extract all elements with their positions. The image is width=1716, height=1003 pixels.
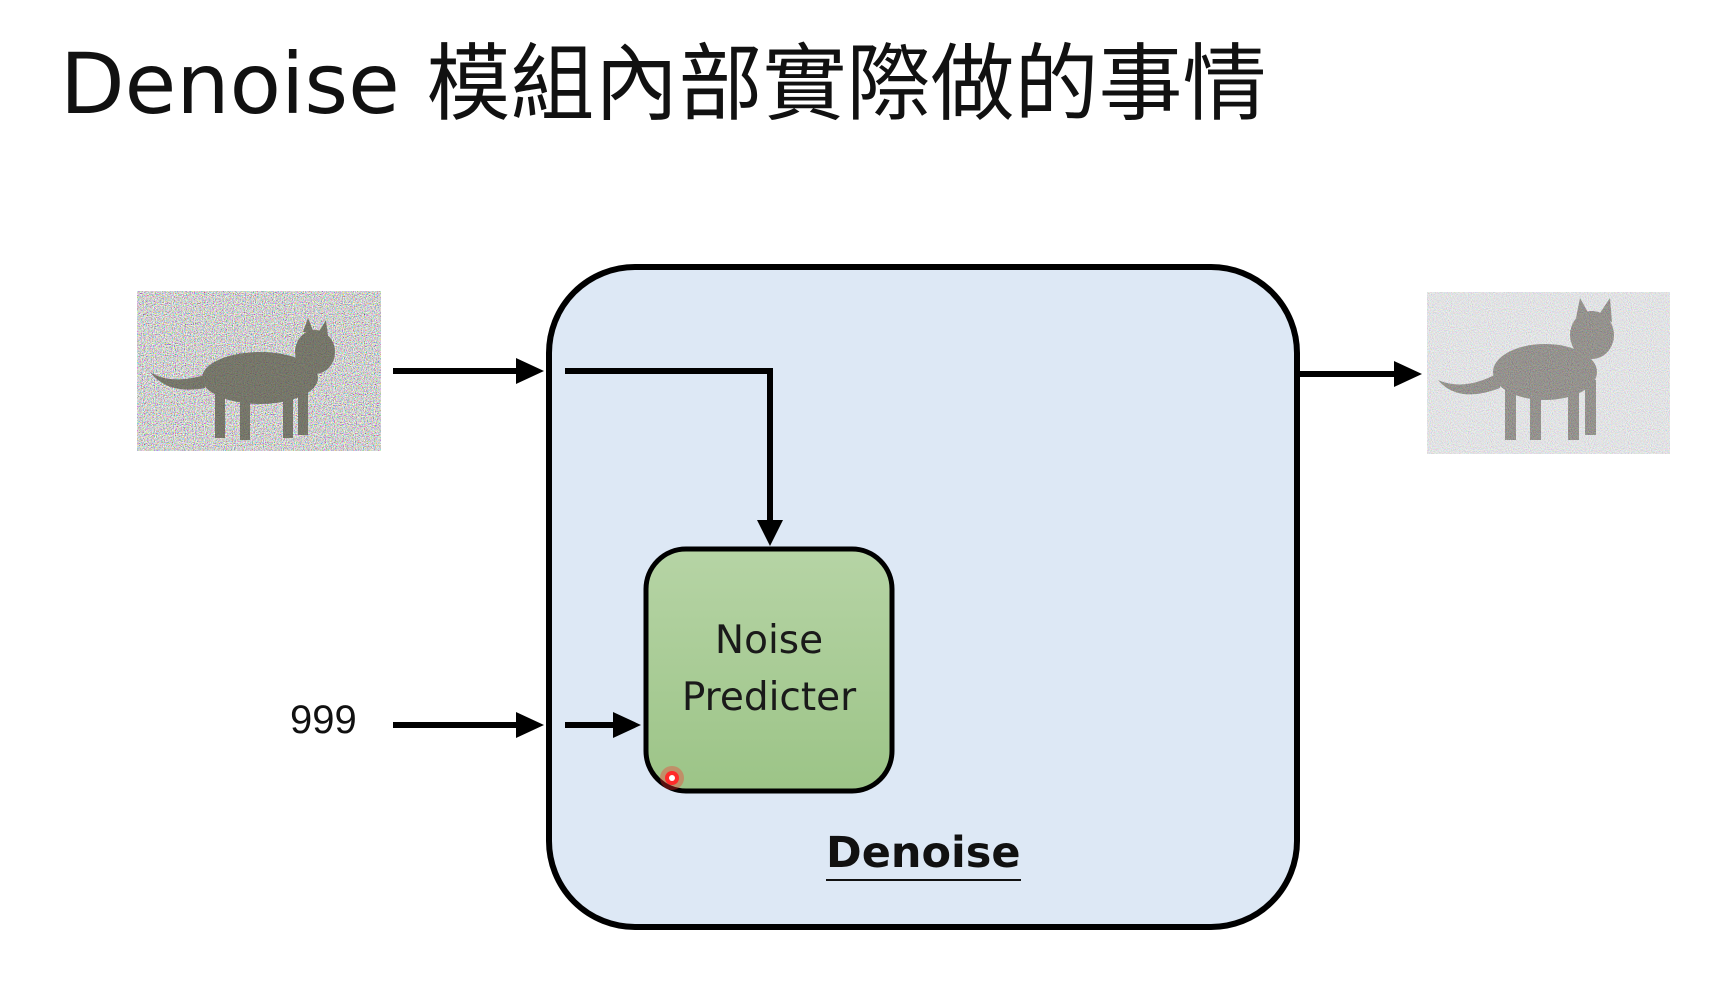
laser-pointer-icon	[660, 766, 684, 790]
input-noisy-image	[137, 291, 381, 451]
timestep-input-label: 999	[290, 698, 357, 742]
image-to-predicter-arrow	[565, 368, 773, 522]
slide-title: Denoise 模組內部實際做的事情	[60, 35, 1267, 133]
cat-silhouette-icon	[150, 318, 335, 440]
arrowhead-step-in	[516, 712, 544, 738]
arrowhead-step-to-predicter	[613, 712, 641, 738]
noise-predicter-label-line2: Predicter	[681, 675, 857, 720]
arrowhead-output	[1394, 361, 1422, 387]
noise-predicter-label-line1: Noise	[714, 618, 824, 663]
noise-predicter-box	[643, 546, 895, 794]
arrowhead-image-in	[516, 358, 544, 384]
output-image	[1427, 292, 1670, 454]
arrowhead-image-to-predicter	[757, 520, 783, 546]
denoise-module-label: Denoise	[826, 829, 1021, 882]
noise-predicter-label: Noise Predicter	[644, 612, 894, 726]
